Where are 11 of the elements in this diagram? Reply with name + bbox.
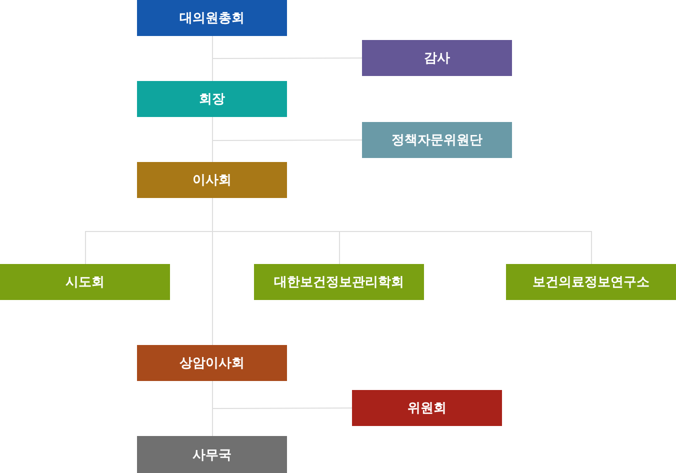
org-box: 정책자문위원단 xyxy=(362,122,512,158)
org-box: 사무국 xyxy=(137,436,287,473)
org-box: 대한보건정보관리학회 xyxy=(254,264,424,300)
org-box: 이사회 xyxy=(137,162,287,198)
org-box: 회장 xyxy=(137,81,287,117)
org-box: 감사 xyxy=(362,40,512,76)
org-box: 보건의료정보연구소 xyxy=(506,264,676,300)
org-box: 상암이사회 xyxy=(137,345,287,381)
org-box: 대의원총회 xyxy=(137,0,287,36)
org-box: 시도회 xyxy=(0,264,170,300)
org-box: 위원회 xyxy=(352,390,502,426)
